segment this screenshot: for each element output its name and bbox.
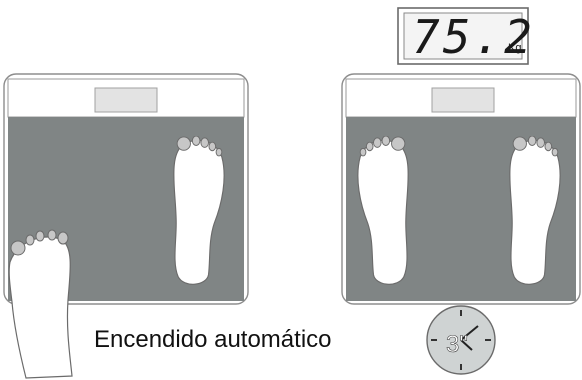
weight-unit: Kg <box>508 42 521 54</box>
weight-value: 75.2 <box>412 10 535 64</box>
timer-clock-icon: 3" <box>427 306 495 374</box>
timer-label: 3" <box>446 331 468 358</box>
left-display-blank <box>95 88 157 112</box>
stepping-foot-icon <box>9 230 72 378</box>
caption-text: Encendido automático <box>94 326 332 354</box>
right-display-blank <box>432 88 494 112</box>
weight-readout: 75.2 Kg <box>398 8 528 64</box>
